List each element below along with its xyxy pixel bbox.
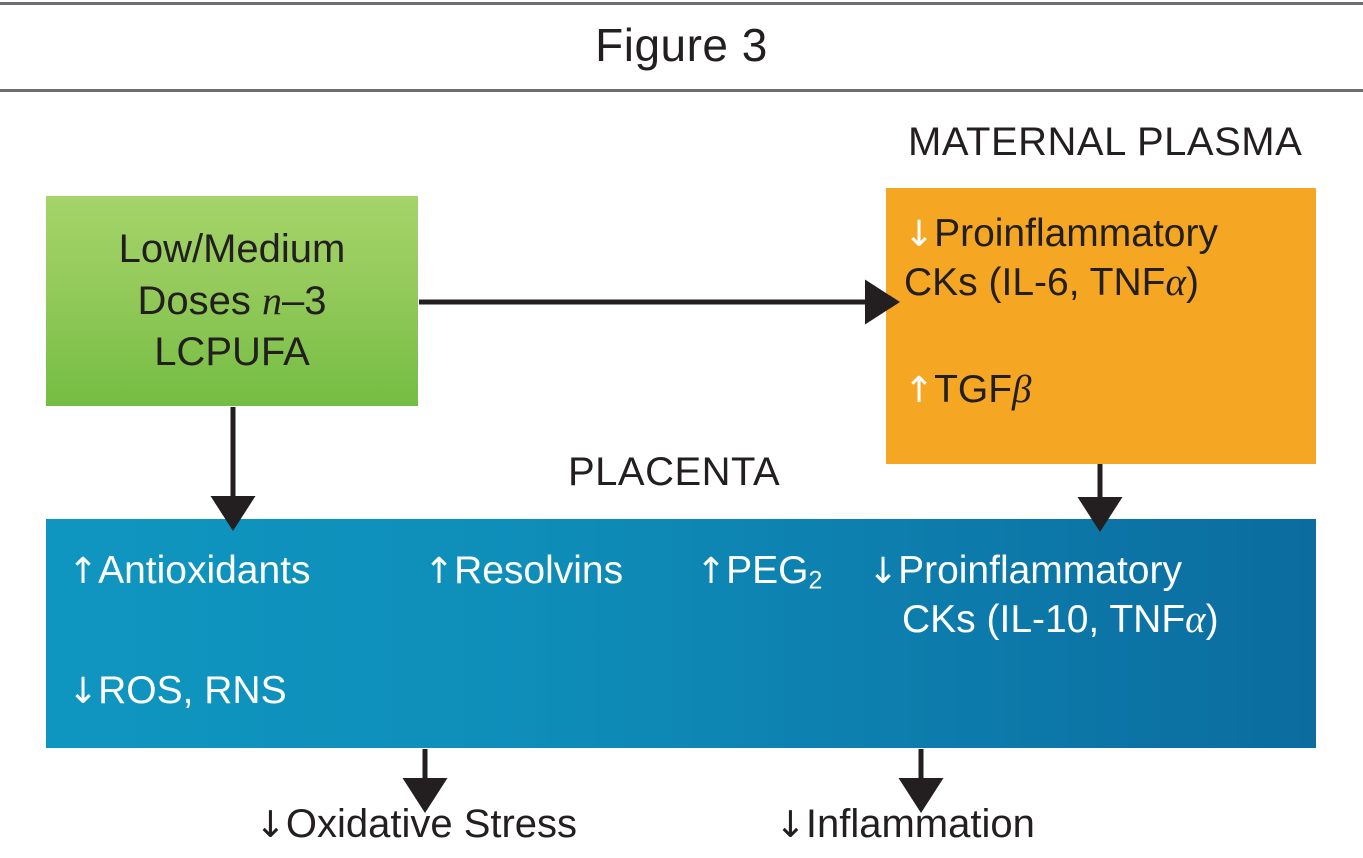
header-rule-bottom	[0, 89, 1363, 92]
box-maternal-plasma: ↓Proinflammatory CKs (IL-6, TNFα) ↑TGFβ	[886, 188, 1316, 464]
placenta-antioxidants-text: Antioxidants	[98, 549, 311, 592]
lcpufa-line-2-italic-n: n	[261, 278, 282, 323]
maternal-cks-text-2-suffix: )	[1185, 261, 1199, 304]
outcome-oxidative-stress-text: Oxidative Stress	[285, 802, 578, 846]
figure-title: Figure 3	[595, 19, 768, 71]
placenta-cks-line-2: CKs (IL-10, TNFα)	[868, 596, 1219, 644]
header-rule-top	[0, 2, 1363, 5]
arrow-down-icon: ↓	[68, 671, 99, 712]
lcpufa-line-1: Low/Medium	[118, 227, 346, 271]
maternal-tgfb-entry: ↑TGFβ	[904, 366, 1031, 415]
placenta-ros-rns-entry: ↓ROS, RNS	[68, 667, 287, 716]
arrow-down-icon: ↓	[904, 214, 935, 255]
placenta-resolvins-entry: ↑Resolvins	[424, 547, 623, 596]
arrow-up-icon: ↑	[68, 551, 99, 592]
caption-placenta: PLACENTA	[568, 450, 781, 494]
maternal-cks-line-2: CKs (IL-6, TNFα)	[904, 259, 1218, 307]
arrow-up-icon: ↑	[696, 551, 727, 592]
placenta-ros-rns-text: ROS, RNS	[98, 669, 287, 712]
box-lcpufa-text: Low/Medium Doses n–3 LCPUFA	[119, 224, 346, 378]
lcpufa-line-3: LCPUFA	[154, 330, 310, 374]
placenta-cks-text-2-prefix: CKs (IL-10, TNF	[902, 598, 1186, 641]
arrow-up-icon: ↑	[904, 370, 935, 411]
lcpufa-line-2-suffix: –3	[281, 279, 327, 323]
placenta-cks-entry: ↓Proinflammatory CKs (IL-10, TNFα)	[868, 547, 1219, 644]
outcome-inflammation: ↓Inflammation	[775, 798, 1035, 851]
placenta-cks-line-1: ↓Proinflammatory	[868, 547, 1219, 596]
arrow-up-icon: ↑	[424, 551, 455, 592]
outcome-oxidative-stress: ↓Oxidative Stress	[255, 798, 577, 851]
maternal-cks-text-2-prefix: CKs (IL-6, TNF	[904, 261, 1166, 304]
placenta-resolvins-text: Resolvins	[454, 549, 624, 592]
maternal-cks-line-1: ↓Proinflammatory	[904, 210, 1218, 259]
arrow-down-icon: ↓	[868, 551, 899, 592]
lcpufa-line-2-prefix: Doses	[137, 279, 262, 323]
placenta-peg2-text: PEG	[726, 549, 809, 592]
placenta-antioxidants-entry: ↑Antioxidants	[68, 547, 311, 596]
placenta-cks-text-2-suffix: )	[1205, 598, 1219, 641]
placenta-cks-text-1: Proinflammatory	[898, 549, 1182, 592]
maternal-cks-text-1: Proinflammatory	[934, 212, 1218, 255]
placenta-peg2-entry: ↑PEG2	[696, 547, 822, 604]
maternal-cks-alpha-symbol: α	[1165, 261, 1186, 304]
box-placenta: ↑Antioxidants ↑Resolvins ↑PEG2 ↓Proinfla…	[46, 519, 1316, 748]
placenta-cks-alpha-symbol: α	[1185, 598, 1206, 641]
maternal-tgfb-beta-symbol: β	[1012, 368, 1032, 411]
outcome-inflammation-text: Inflammation	[805, 802, 1035, 846]
maternal-tgfb-text: TGF	[934, 368, 1013, 411]
arrow-down-icon: ↓	[255, 803, 286, 846]
placenta-peg2-subscript: 2	[808, 566, 823, 595]
box-lcpufa-dose: Low/Medium Doses n–3 LCPUFA	[46, 196, 418, 406]
arrow-down-icon: ↓	[775, 803, 806, 846]
lcpufa-line-2: Doses n–3	[119, 275, 346, 327]
maternal-cks-entry: ↓Proinflammatory CKs (IL-6, TNFα)	[904, 210, 1218, 307]
caption-maternal-plasma: MATERNAL PLASMA	[908, 120, 1303, 164]
